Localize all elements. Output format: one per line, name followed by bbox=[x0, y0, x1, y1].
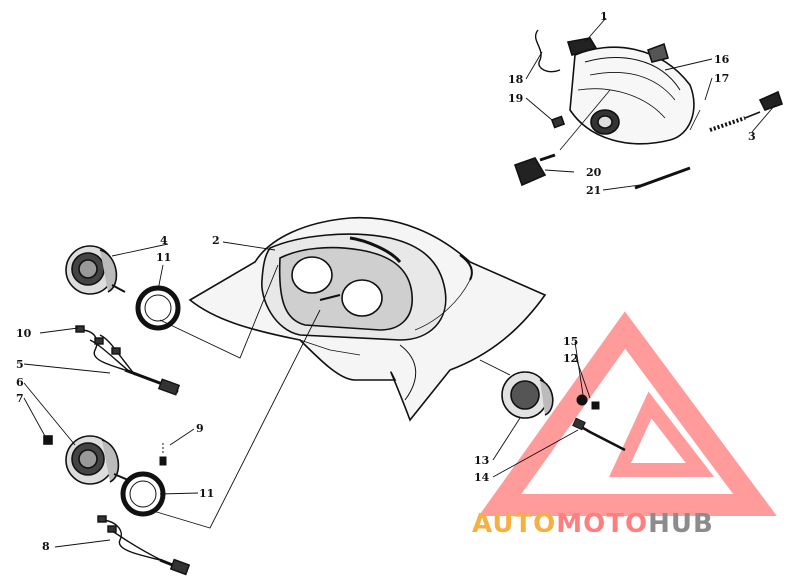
callout-2: 2 bbox=[212, 234, 220, 247]
callout-6: 6 bbox=[16, 376, 24, 389]
right-gauge bbox=[501, 371, 554, 419]
svg-text:AUTOMOTOHUB: AUTOMOTOHUB bbox=[472, 509, 714, 539]
callout-15: 15 bbox=[563, 335, 578, 348]
lower-wiring-harness bbox=[97, 515, 191, 576]
callout-12: 12 bbox=[563, 352, 578, 365]
watermark-hub: HUB bbox=[648, 509, 714, 539]
hood-dash-assembly bbox=[188, 216, 547, 422]
upper-wiring-harness bbox=[75, 325, 181, 396]
callout-18: 18 bbox=[508, 73, 524, 86]
callout-20: 20 bbox=[586, 166, 602, 179]
callout-4: 4 bbox=[160, 234, 168, 247]
callout-19: 19 bbox=[508, 92, 523, 105]
gauge-bulb bbox=[159, 443, 167, 466]
callout-11-lower: 11 bbox=[199, 487, 214, 500]
callout-21: 21 bbox=[586, 184, 601, 197]
callout-17: 17 bbox=[714, 72, 729, 85]
upper-gauge bbox=[65, 245, 126, 295]
leader-lines bbox=[23, 17, 776, 548]
callout-1: 1 bbox=[600, 10, 608, 23]
lower-gauge-ring bbox=[120, 471, 166, 517]
callout-16: 16 bbox=[714, 53, 730, 66]
watermark-text: AUTOMOTOHUB bbox=[472, 509, 714, 539]
callout-5: 5 bbox=[16, 358, 24, 371]
callout-11-upper: 11 bbox=[156, 251, 171, 264]
callout-3: 3 bbox=[748, 130, 756, 143]
callout-labels: 1 2 3 4 5 6 7 8 9 10 11 11 12 13 14 15 1… bbox=[16, 10, 756, 553]
headlight-assembly bbox=[513, 29, 784, 190]
watermark-moto: MOTO bbox=[556, 509, 648, 539]
callout-7: 7 bbox=[16, 392, 24, 405]
callout-13: 13 bbox=[474, 454, 489, 467]
callout-8: 8 bbox=[42, 540, 50, 553]
watermark-auto: AUTO bbox=[472, 509, 556, 539]
upper-gauge-ring bbox=[135, 285, 181, 331]
speedo-cable bbox=[572, 394, 626, 452]
callout-9: 9 bbox=[196, 422, 204, 435]
callout-14: 14 bbox=[474, 471, 490, 484]
callout-10: 10 bbox=[16, 327, 32, 340]
lower-gauge bbox=[43, 435, 129, 485]
watermark-logo bbox=[478, 311, 777, 516]
